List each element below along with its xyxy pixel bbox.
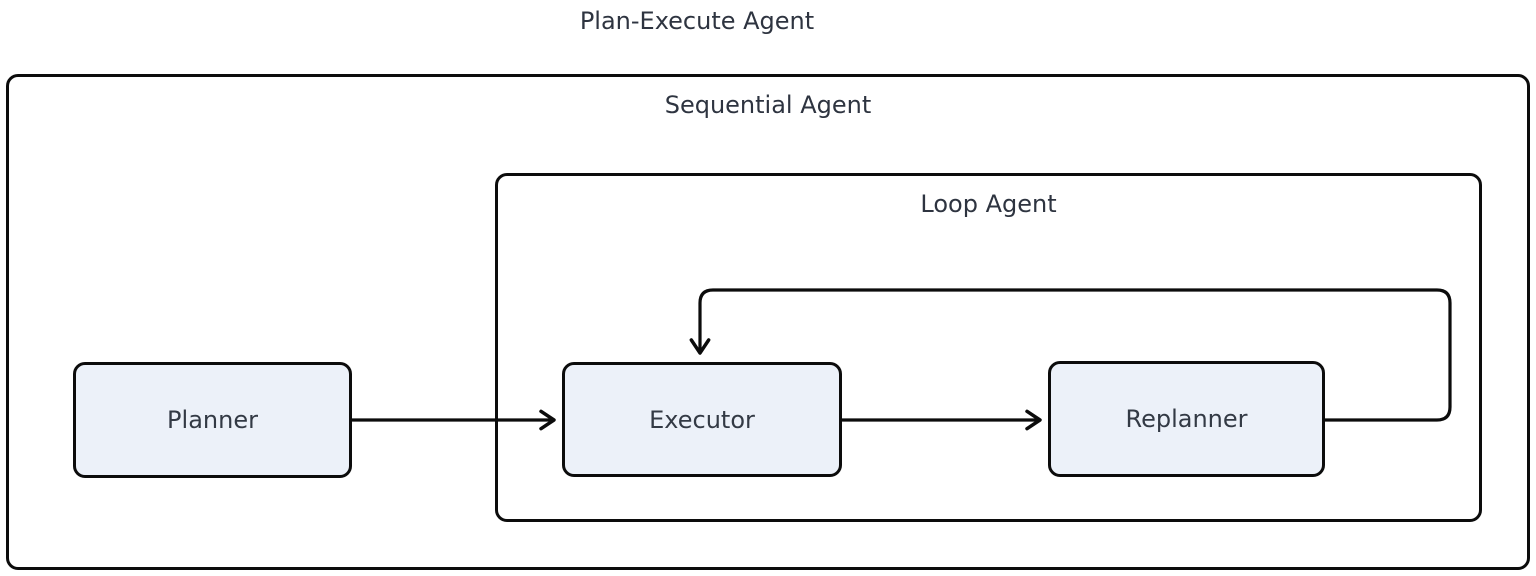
diagram-title: Plan-Execute Agent — [579, 7, 815, 35]
node-executor-label: Executor — [649, 405, 755, 434]
sequential-agent-container: Sequential Agent — [6, 74, 1530, 570]
node-planner-label: Planner — [167, 406, 258, 434]
sequential-agent-label: Sequential Agent — [664, 91, 872, 119]
node-planner: Planner — [73, 362, 352, 478]
loop-agent-container: Loop Agent — [495, 173, 1482, 522]
node-replanner-label: Replanner — [1125, 405, 1248, 433]
loop-agent-label: Loop Agent — [920, 190, 1057, 218]
node-executor: Executor — [562, 362, 842, 477]
node-replanner: Replanner — [1048, 361, 1325, 477]
